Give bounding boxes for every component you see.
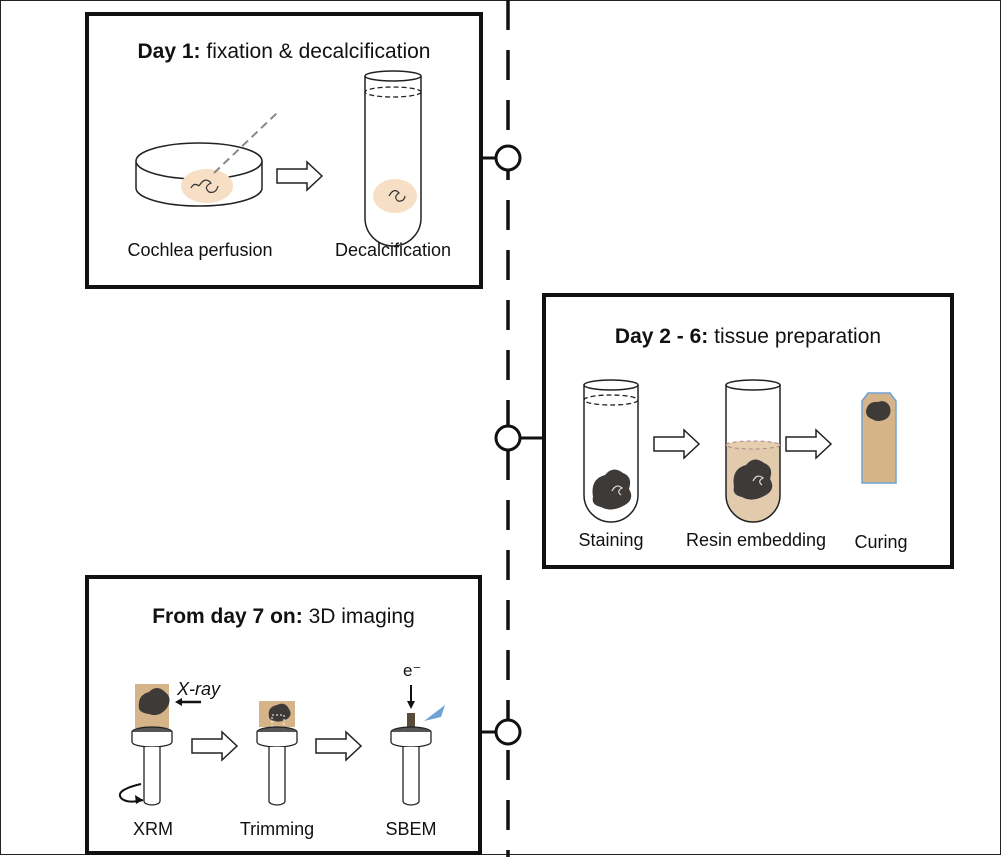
timeline-node-day2 <box>494 424 522 452</box>
arrow-icon <box>276 160 324 192</box>
title-bold: Day 1: <box>137 40 201 63</box>
diamond-knife-icon <box>424 705 445 721</box>
day1-illustrations <box>135 70 422 247</box>
stained-sample-icon <box>592 469 632 510</box>
arrow-icon <box>191 730 239 762</box>
step-label: XRM <box>133 819 173 839</box>
arrow-icon <box>315 730 363 762</box>
sample-icon <box>268 703 291 722</box>
timeline-node-day1 <box>494 144 522 172</box>
title-rest: 3D imaging <box>302 605 415 628</box>
title-bold: Day 2 - 6: <box>614 325 709 348</box>
petri-dish-icon <box>135 112 278 207</box>
resin-tube-icon <box>725 379 781 523</box>
panel-title-day7: From day 7 on: 3D imaging <box>89 605 478 629</box>
perfusion-needle-icon <box>213 112 278 174</box>
sample-icon <box>866 401 891 421</box>
day2-illustrations <box>583 379 897 523</box>
sample-icon <box>138 688 170 716</box>
step-label: Cochlea perfusion <box>127 240 273 260</box>
test-tube-icon <box>364 70 422 247</box>
title-bold: From day 7 on: <box>152 605 303 628</box>
step-label: SBEM <box>385 819 437 839</box>
step-label: Trimming <box>239 819 315 839</box>
step-label: Resin embedding <box>685 530 827 550</box>
timeline-node-day7 <box>494 718 522 746</box>
electron-label: e⁻ <box>403 661 422 680</box>
cured-block-icon <box>861 392 897 484</box>
arrow-icon <box>785 428 833 460</box>
panel-day1: Day 1: fixation & decalcification Cochle… <box>85 12 483 289</box>
panel-title-day1: Day 1: fixation & decalcification <box>89 40 479 64</box>
panel-title-day2: Day 2 - 6: tissue preparation <box>546 325 950 349</box>
staining-tube-icon <box>583 379 639 523</box>
xrm-stage-icon <box>119 684 201 806</box>
step-label: Staining <box>578 530 644 550</box>
arrow-icon <box>653 428 701 460</box>
step-label: Curing <box>854 532 908 552</box>
title-rest: tissue preparation <box>708 325 882 348</box>
panel-day2: Day 2 - 6: tissue preparation Staining R… <box>542 293 954 569</box>
step-label: Decalcification <box>334 240 452 260</box>
panel-day7: From day 7 on: 3D imaging <box>85 575 482 855</box>
rotation-arrow-icon <box>119 783 144 803</box>
embedded-sample-icon <box>733 459 773 500</box>
day7-illustrations <box>119 684 445 806</box>
title-rest: fixation & decalcification <box>200 40 431 63</box>
cochlea-tissue-icon <box>373 179 417 213</box>
trimming-stage-icon <box>256 701 298 806</box>
xray-label: X-ray <box>177 679 221 699</box>
sbem-stage-icon <box>390 685 445 806</box>
